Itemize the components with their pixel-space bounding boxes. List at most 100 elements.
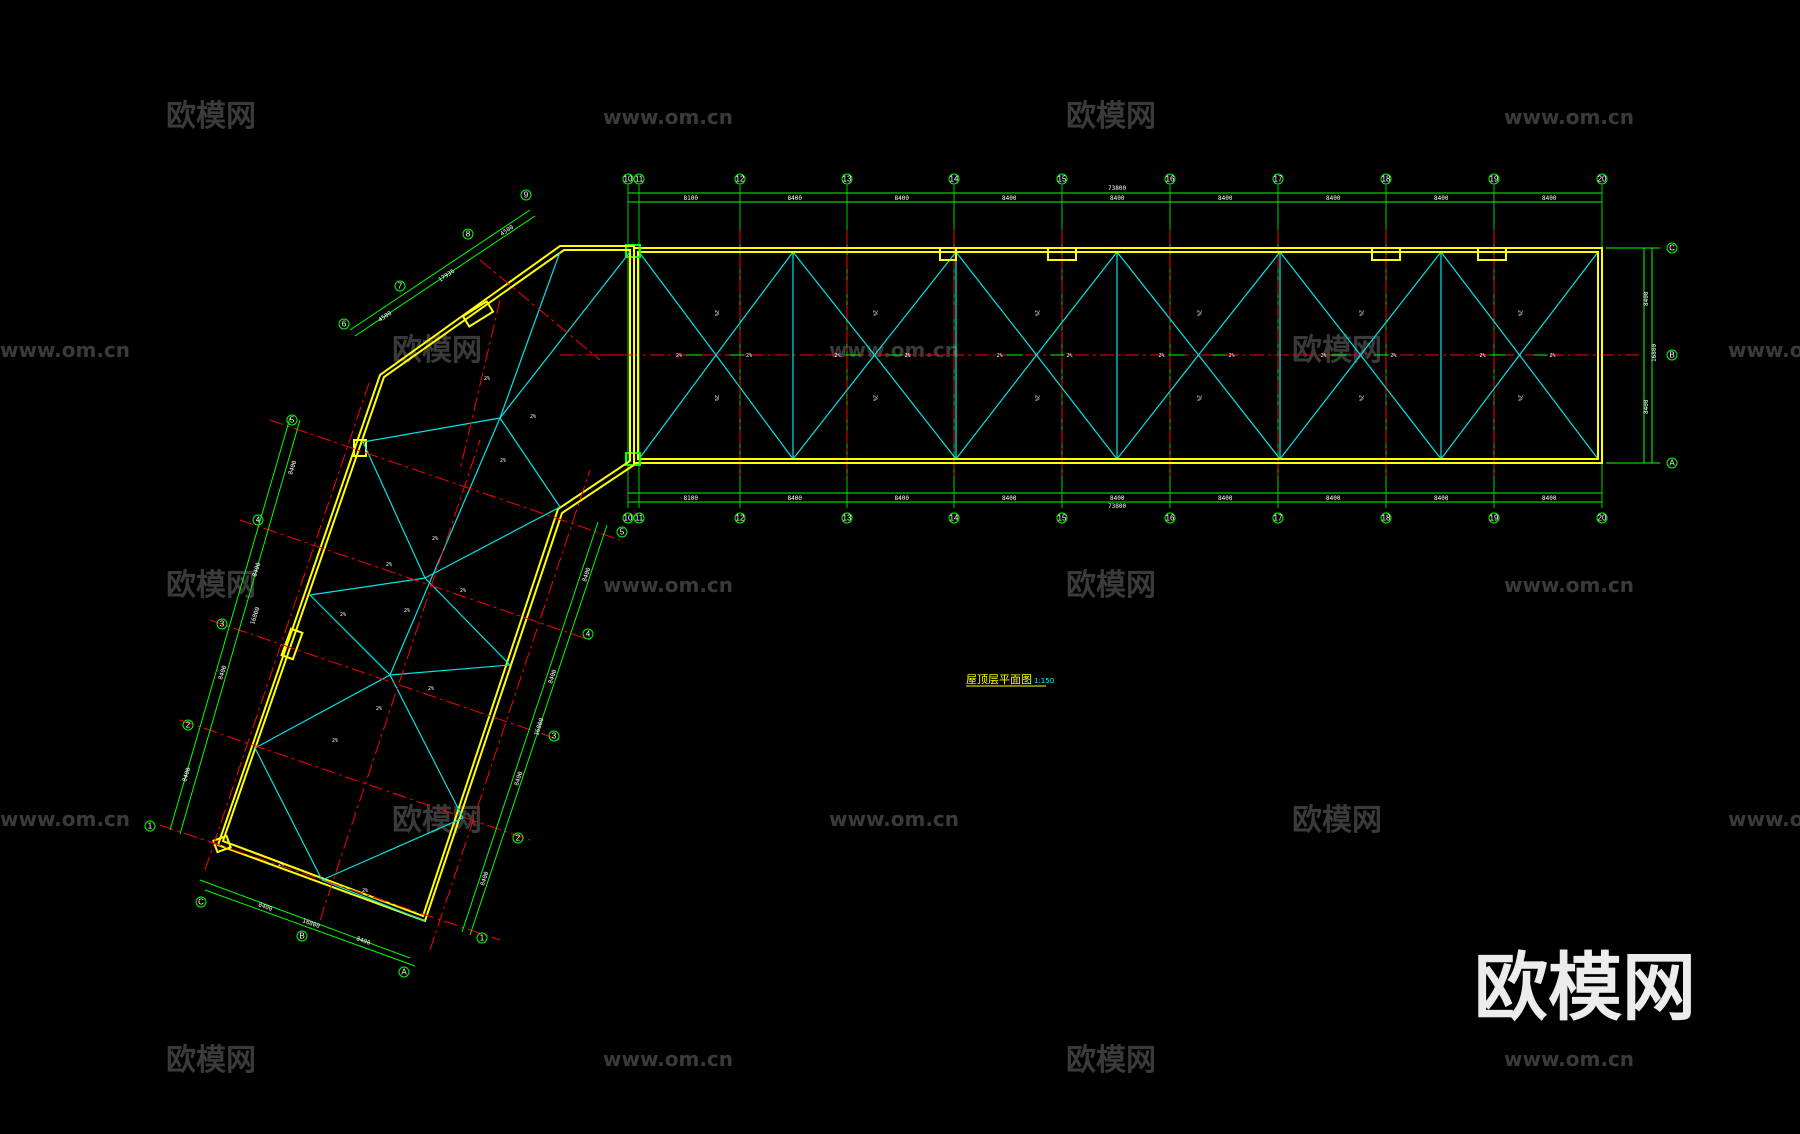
axis-bubble bbox=[398, 966, 410, 978]
slope-label: 2% bbox=[362, 888, 368, 894]
dimension-text: 8400 bbox=[1643, 291, 1650, 306]
axis-bubble bbox=[1488, 512, 1500, 524]
axis-bubble bbox=[633, 173, 645, 185]
hip-line bbox=[254, 747, 323, 881]
hip-line bbox=[1279, 354, 1361, 460]
axis-bubble bbox=[616, 526, 628, 538]
watermark-url: www.om.cn bbox=[829, 807, 959, 831]
axis-bubble-label: 12 bbox=[736, 175, 745, 184]
axis-bubble-label: 2 bbox=[516, 834, 521, 843]
axis-bubble bbox=[1380, 173, 1392, 185]
dimension-text: 8400 bbox=[257, 901, 273, 913]
axis-bubble-label: 20 bbox=[1598, 175, 1607, 184]
hip-line bbox=[1198, 354, 1281, 460]
axis-line bbox=[179, 719, 531, 841]
axis-bubble bbox=[948, 512, 960, 524]
axis-bubble bbox=[1596, 512, 1608, 524]
dimension-line bbox=[169, 417, 291, 831]
hip-line bbox=[1440, 251, 1520, 356]
hip-line bbox=[499, 251, 561, 419]
axis-bubble bbox=[286, 414, 298, 426]
axis-bubble-label: 19 bbox=[1490, 175, 1499, 184]
slope-label: 2% bbox=[1517, 395, 1523, 401]
watermark-url: www.om.cn bbox=[1728, 338, 1800, 362]
hip-line bbox=[638, 251, 717, 356]
axis-bubble bbox=[252, 514, 264, 526]
hip-line bbox=[254, 674, 391, 749]
axis-bubble-label: 13 bbox=[843, 175, 852, 184]
slope-label: 2% bbox=[746, 353, 752, 359]
axis-bubble-label: C bbox=[198, 898, 204, 907]
dimension-text-overall: 16800 bbox=[533, 717, 545, 737]
slope-label: 2% bbox=[872, 310, 878, 316]
dimension-text: 8400 bbox=[1643, 399, 1650, 414]
axis-bubble-label: A bbox=[1669, 459, 1675, 468]
dimension-text: 8400 bbox=[1002, 195, 1017, 202]
axis-bubble bbox=[734, 173, 746, 185]
axis-bubble-label: B bbox=[299, 932, 304, 941]
axis-bubble-label: 2 bbox=[186, 721, 191, 730]
dimension-text: 8400 bbox=[788, 195, 803, 202]
hip-line bbox=[1036, 354, 1118, 460]
watermark-url: www.om.cn bbox=[1504, 1047, 1634, 1071]
watermark-brand: 欧模网 bbox=[1292, 333, 1382, 368]
axis-line bbox=[159, 824, 501, 941]
watermark-url: www.om.cn bbox=[1504, 105, 1634, 129]
axis-bubble bbox=[1666, 457, 1678, 469]
watermark-url: www.om.cn bbox=[603, 105, 733, 129]
dimension-text: 8100 bbox=[684, 195, 699, 202]
slope-label: 2% bbox=[1196, 310, 1202, 316]
dimension-text: 16800 bbox=[1651, 344, 1658, 362]
slope-label: 2% bbox=[1391, 353, 1397, 359]
dimension-text: 8400 bbox=[513, 770, 524, 786]
axis-bubble bbox=[1164, 512, 1176, 524]
axis-bubble-label: 4 bbox=[256, 516, 261, 525]
watermark-brand: 欧模网 bbox=[1066, 99, 1156, 134]
east-hip-lines bbox=[633, 251, 1599, 460]
drawing-scale: 1:150 bbox=[1034, 677, 1054, 685]
axis-bubble bbox=[476, 932, 488, 944]
hip-line bbox=[309, 594, 391, 676]
watermark-layer: 欧模网 www.om.cn 欧模网 www.om.cn www.om.cn 欧模… bbox=[0, 99, 1800, 1078]
axis-line bbox=[204, 379, 371, 871]
dimension-text-overall: 73800 bbox=[1108, 503, 1126, 510]
west-wing: 5432154321CBA678984008400840084008400840… bbox=[144, 189, 635, 978]
watermark-url: www.om.cn bbox=[0, 807, 130, 831]
slope-label: 2% bbox=[1067, 353, 1073, 359]
slope-label: 2% bbox=[500, 458, 506, 464]
axis-bubble bbox=[1666, 349, 1678, 361]
axis-bubble-label: 3 bbox=[552, 732, 557, 741]
axis-bubble bbox=[948, 173, 960, 185]
drawing-title-block: 屋顶层平面图 1:150 bbox=[966, 673, 1054, 687]
slope-label: 2% bbox=[676, 353, 682, 359]
dimension-line bbox=[349, 209, 531, 331]
dimension-text: 8400 bbox=[895, 495, 910, 502]
roof-drain bbox=[1371, 247, 1401, 261]
east-annotations: 1010111112121313141415151616171718181919… bbox=[622, 173, 1678, 524]
slope-label: 2% bbox=[905, 353, 911, 359]
watermark-brand: 欧模网 bbox=[1292, 803, 1382, 838]
east-wing: 1010111112121313141415151616171718181919… bbox=[600, 173, 1678, 524]
dimension-text: 8400 bbox=[547, 668, 558, 684]
dimension-line bbox=[179, 419, 301, 835]
axis-bubble bbox=[1272, 512, 1284, 524]
dimension-text: 8400 bbox=[1542, 495, 1557, 502]
dimension-text: 8400 bbox=[217, 664, 228, 680]
slope-label: 2% bbox=[1196, 395, 1202, 401]
slope-label: 2% bbox=[1229, 353, 1235, 359]
slope-label: 2% bbox=[835, 353, 841, 359]
axis-bubble bbox=[394, 280, 406, 292]
dimension-text: 8400 bbox=[181, 766, 192, 782]
dimension-text: 8400 bbox=[895, 195, 910, 202]
hip-line bbox=[1116, 251, 1199, 356]
slope-label: 2% bbox=[404, 608, 410, 614]
axis-bubble-label: 6 bbox=[342, 320, 347, 329]
axis-line bbox=[429, 469, 591, 951]
slope-label: 2% bbox=[1034, 310, 1040, 316]
slope-label: 2% bbox=[1321, 353, 1327, 359]
axis-bubble-label: 19 bbox=[1490, 514, 1499, 523]
axis-bubble-label: 10 bbox=[624, 514, 633, 523]
axis-bubble-label: 16 bbox=[1166, 514, 1175, 523]
hip-line bbox=[499, 251, 631, 419]
watermark-url: www.om.cn bbox=[1728, 807, 1800, 831]
